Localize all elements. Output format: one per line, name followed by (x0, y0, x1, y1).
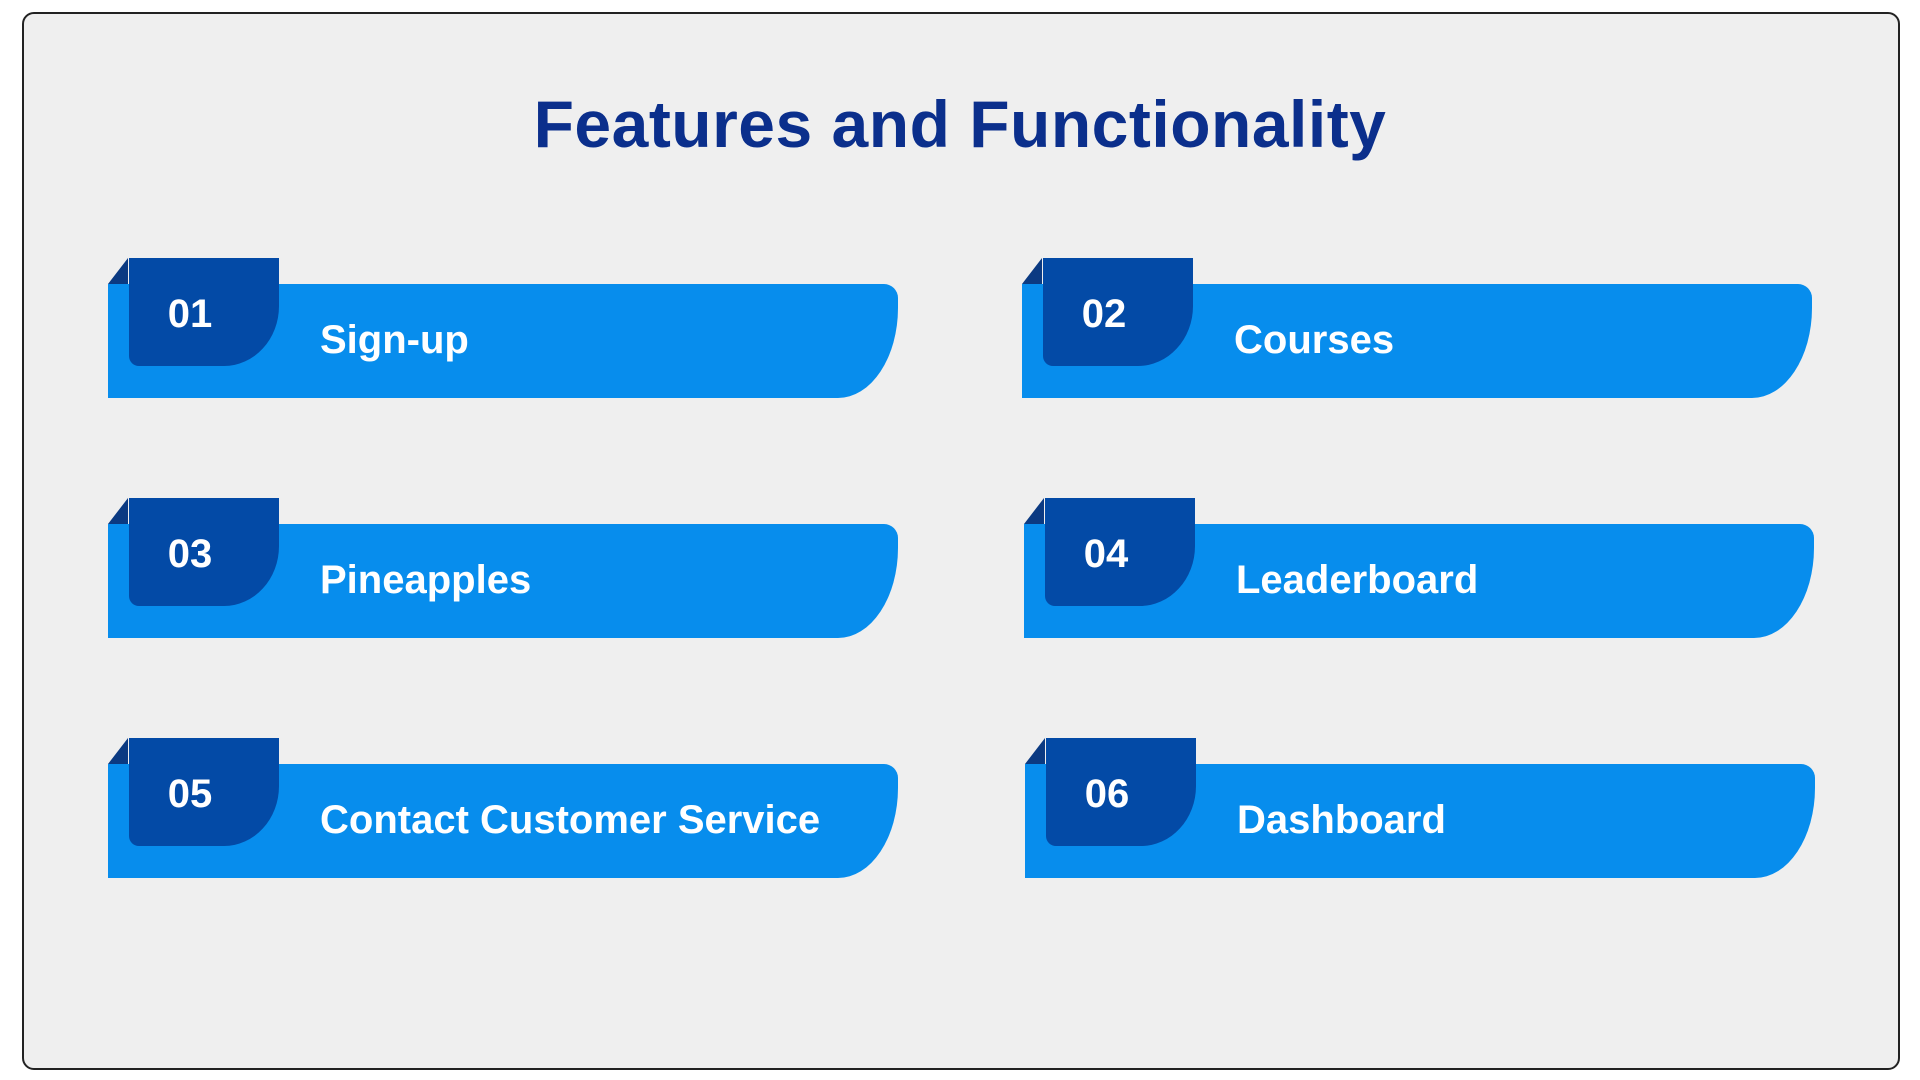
ribbon-fold (1024, 498, 1044, 524)
feature-label: Contact Customer Service (320, 798, 821, 842)
ribbon-fold (1022, 258, 1042, 284)
feature-card-contact-customer-service: 05 Contact Customer Service (108, 738, 898, 878)
feature-label: Dashboard (1237, 798, 1446, 842)
number-tab: 06 (1046, 738, 1196, 846)
number-tab: 04 (1045, 498, 1195, 606)
feature-label: Sign-up (320, 318, 469, 362)
feature-number: 04 (1083, 532, 1129, 576)
page-title: Features and Functionality (533, 87, 1387, 161)
feature-number: 06 (1084, 772, 1130, 816)
feature-number: 01 (167, 292, 213, 336)
ribbon-fold (108, 738, 128, 764)
feature-card-sign-up: 01 Sign-up (108, 258, 898, 398)
feature-card-courses: 02 Courses (1022, 258, 1812, 398)
feature-number: 02 (1081, 292, 1127, 336)
feature-card-dashboard: 06 Dashboard (1025, 738, 1815, 878)
number-tab: 05 (129, 738, 279, 846)
ribbon-fold (108, 258, 128, 284)
ribbon-fold (108, 498, 128, 524)
number-tab: 02 (1043, 258, 1193, 366)
feature-label: Leaderboard (1236, 558, 1479, 602)
feature-card-leaderboard: 04 Leaderboard (1024, 498, 1814, 638)
feature-card-pineapples: 03 Pineapples (108, 498, 898, 638)
feature-label: Pineapples (320, 558, 532, 602)
number-tab: 03 (129, 498, 279, 606)
number-tab: 01 (129, 258, 279, 366)
ribbon-fold (1025, 738, 1045, 764)
feature-label: Courses (1234, 318, 1395, 362)
feature-number: 03 (167, 532, 213, 576)
feature-number: 05 (167, 772, 213, 816)
